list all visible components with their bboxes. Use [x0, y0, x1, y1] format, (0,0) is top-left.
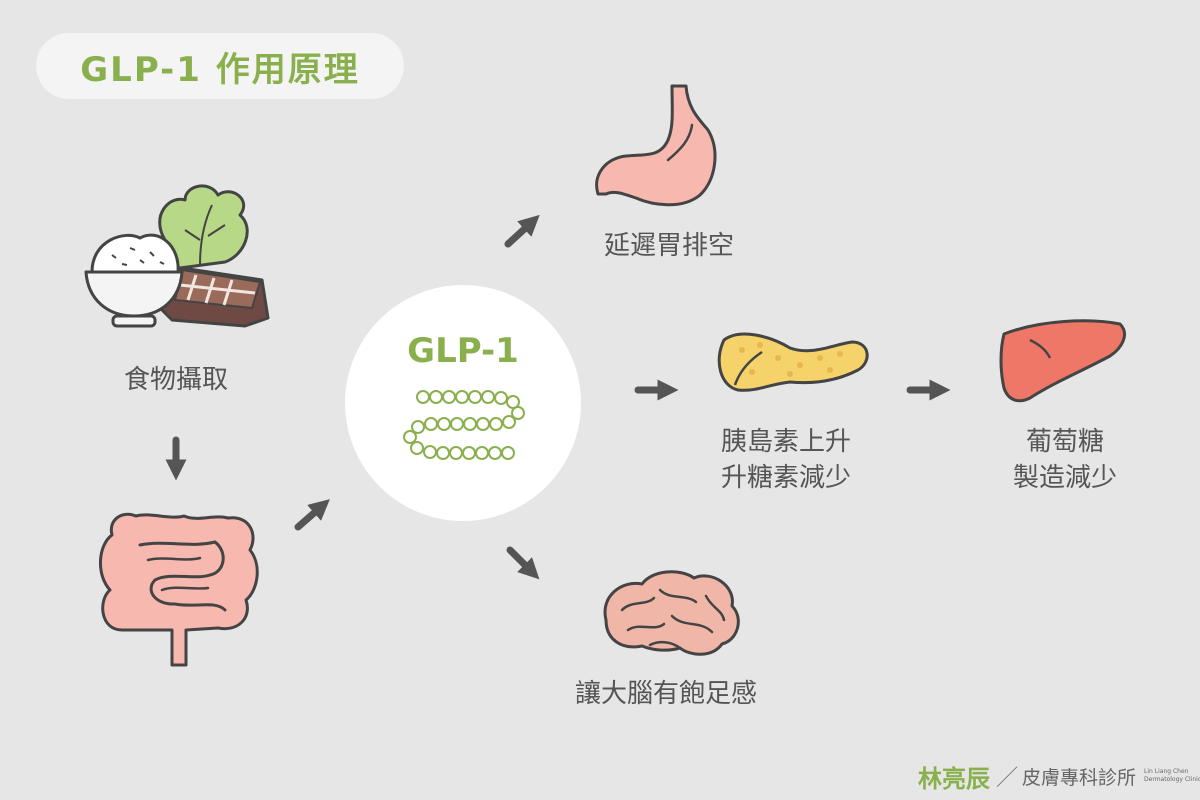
- liver-icon: [999, 319, 1126, 403]
- label-pancreas-line2: 升糖素減少: [720, 463, 851, 493]
- footer-separator: ／: [996, 766, 1019, 791]
- pancreas-icon: [717, 332, 869, 392]
- glp1-chain-icon: [403, 390, 525, 460]
- stomach-icon: [595, 84, 717, 207]
- glp1-circle: GLP-1: [345, 285, 581, 521]
- rice-bowl-icon: [84, 233, 184, 328]
- intestine-icon: [98, 512, 259, 667]
- label-pancreas: 胰島素上升 升糖素減少: [706, 424, 866, 496]
- arrow-glp1-to-stomach: [504, 214, 540, 248]
- glp1-title: GLP-1: [407, 331, 519, 371]
- brain-icon: [603, 570, 740, 656]
- footer-english-line1: Lin Liang Chen: [1144, 768, 1189, 775]
- footer-clinic-name: 皮膚專科診所: [1022, 766, 1137, 789]
- steak-icon: [158, 266, 270, 328]
- clinic-footer: 林亮辰 ／ 皮膚專科診所 Lin Liang Chen Dermatology …: [918, 758, 1200, 794]
- food-illustration: [84, 184, 270, 328]
- footer-english-line2: Dermatology Clinic: [1144, 776, 1200, 783]
- label-liver: 葡萄糖 製造減少: [998, 424, 1132, 496]
- footer-english-name: Lin Liang Chen Dermatology Clinic: [1144, 768, 1200, 784]
- label-brain: 讓大腦有飽足感: [574, 679, 757, 709]
- label-liver-line2: 製造減少: [1012, 463, 1117, 493]
- arrow-glp1-to-brain: [506, 546, 540, 580]
- label-pancreas-line1: 胰島素上升: [720, 427, 851, 457]
- label-food: 食物攝取: [123, 365, 228, 395]
- footer-brand: 林亮辰: [918, 764, 990, 793]
- label-stomach: 延遲胃排空: [603, 231, 734, 261]
- page-title: GLP-1 作用原理: [36, 33, 404, 99]
- arrows: [165, 214, 951, 580]
- arrow-intestine-to-glp1: [294, 499, 330, 531]
- label-liver-line1: 葡萄糖: [1025, 427, 1104, 457]
